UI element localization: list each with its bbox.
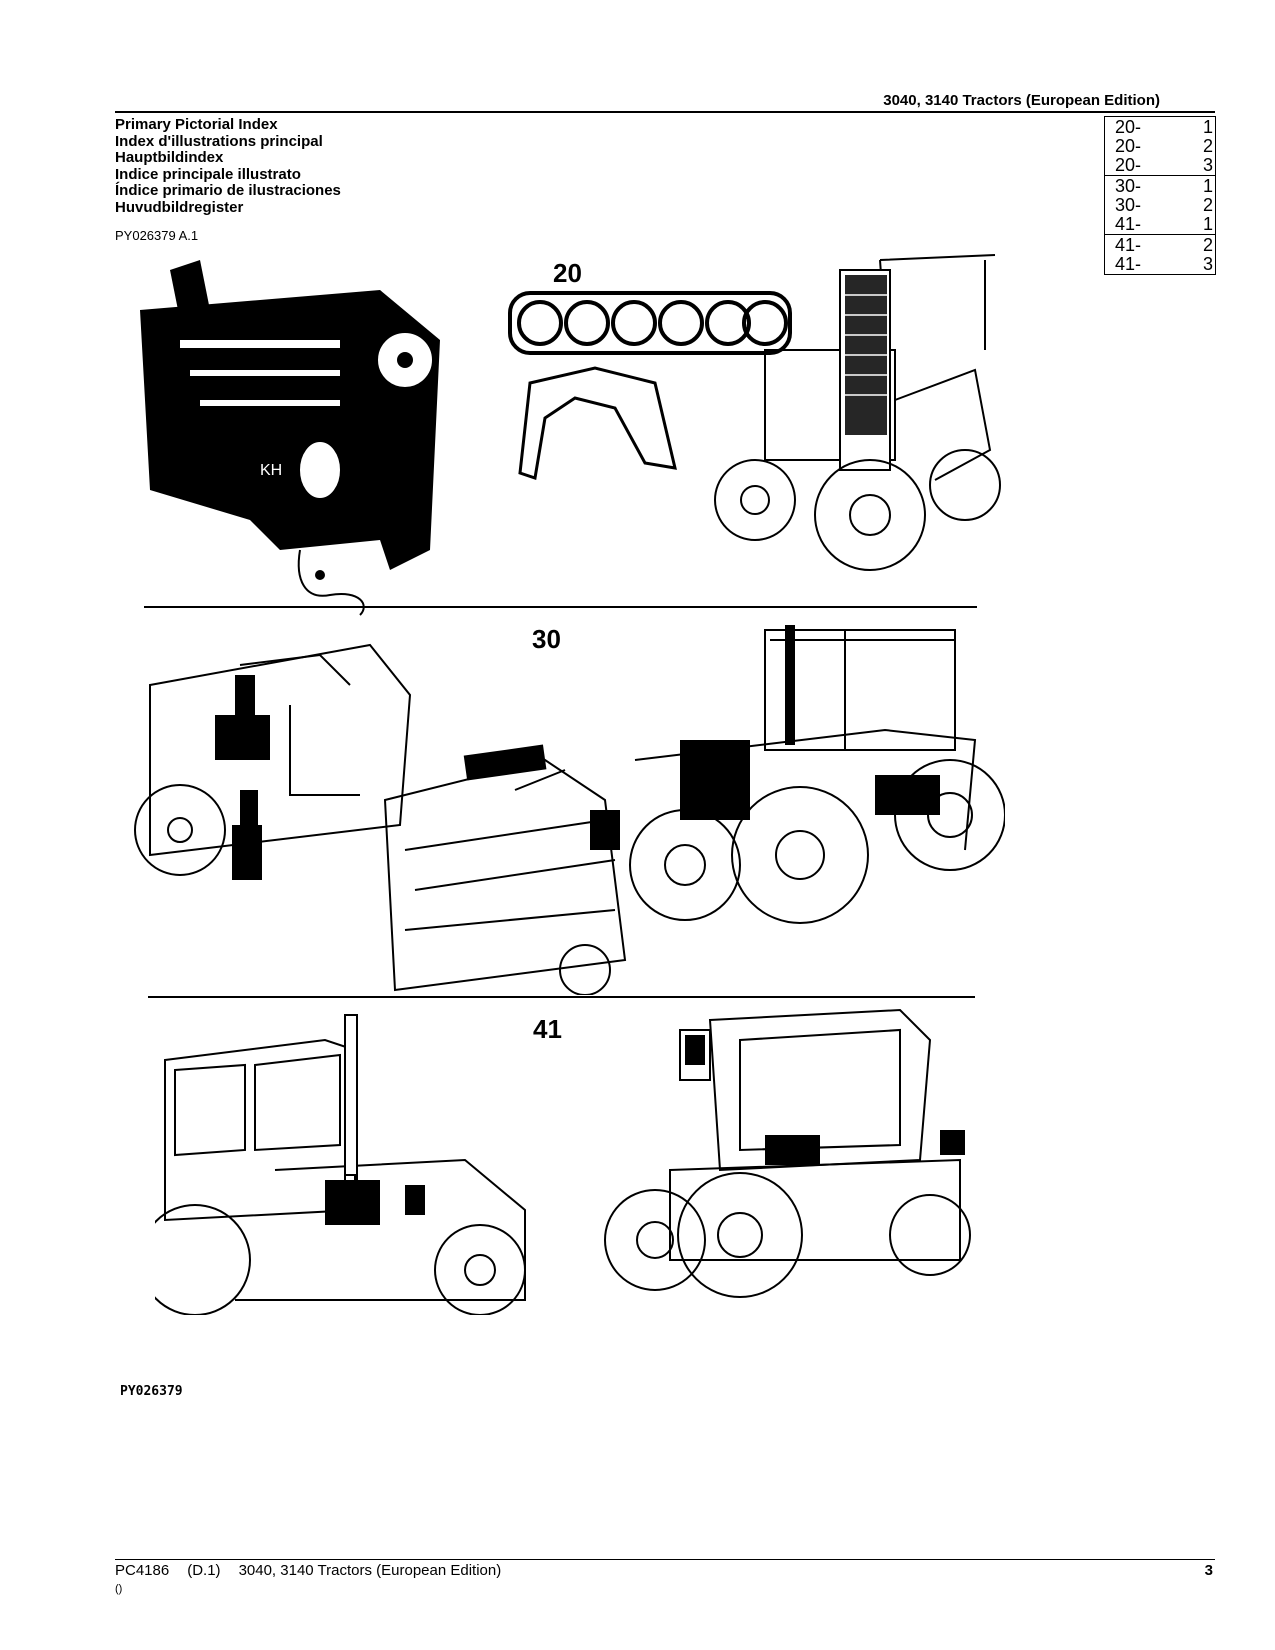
- footer-doc: PC4186: [115, 1562, 170, 1579]
- section-number-30[interactable]: 30: [532, 624, 561, 654]
- index-link[interactable]: 20- 2: [1105, 137, 1215, 156]
- index-code: 20-: [1115, 136, 1142, 156]
- index-code: 30-: [1115, 176, 1142, 196]
- index-page: 2: [1202, 136, 1213, 156]
- footer-revision: (D.1): [187, 1562, 221, 1579]
- section-number-41[interactable]: 41: [533, 1014, 562, 1044]
- index-table: 20- 1 20- 2 20- 3 30- 1 30- 2 41- 1 41- 2 41- 3: [1104, 116, 1216, 275]
- gasket-illustration[interactable]: [505, 288, 805, 488]
- section-number-20[interactable]: 20: [553, 258, 582, 288]
- title-fr: Index d'illustrations principal: [115, 132, 323, 150]
- index-code: 30-: [1115, 195, 1142, 215]
- title-es: Índice primario de ilustraciones: [115, 182, 341, 199]
- section-divider: [148, 996, 975, 998]
- header-title: 3040, 3140 Tractors (European Edition): [883, 92, 1160, 109]
- index-link[interactable]: 41- 2: [1105, 236, 1215, 255]
- index-link[interactable]: 20- 3: [1105, 156, 1215, 175]
- tractor-front-illustration[interactable]: [705, 250, 1005, 580]
- index-page: 2: [1202, 195, 1213, 215]
- header-rule: [115, 111, 1215, 113]
- footer-title: 3040, 3140 Tractors (European Edition): [238, 1562, 502, 1579]
- index-group: 30- 1 30- 2 41- 1: [1105, 176, 1215, 235]
- footer-sub: (): [115, 1583, 123, 1595]
- index-page: 1: [1202, 176, 1213, 196]
- engine-side-illustration[interactable]: [375, 740, 635, 995]
- tractor-cab-rear-illustration[interactable]: [600, 1000, 975, 1310]
- tractor-cab-front-left-illustration[interactable]: [155, 1010, 535, 1315]
- index-titles: Primary Pictorial Index Index d'illustra…: [115, 116, 341, 216]
- page-number: 3: [1204, 1562, 1213, 1579]
- footer-rule: [115, 1559, 1215, 1560]
- index-link[interactable]: 41- 1: [1105, 215, 1215, 234]
- figure-id: PY026379 A.1: [115, 228, 199, 243]
- index-code: 20-: [1115, 117, 1142, 137]
- index-code: 41-: [1115, 235, 1142, 255]
- index-link[interactable]: 30- 2: [1105, 196, 1215, 215]
- svg-text:KH: KH: [260, 462, 282, 479]
- illustration-id: PY026379: [120, 1384, 183, 1399]
- index-group: 41- 2 41- 3: [1105, 235, 1215, 274]
- title-de: Hauptbildindex: [115, 149, 224, 166]
- index-page: 1: [1202, 214, 1213, 234]
- index-link[interactable]: 20- 1: [1105, 118, 1215, 137]
- engine-block-illustration[interactable]: KH: [130, 250, 460, 630]
- index-group: 20- 1 20- 2 20- 3: [1105, 117, 1215, 176]
- tractor-cab-fuel-tank-illustration[interactable]: [625, 610, 1005, 930]
- index-code: 41-: [1115, 214, 1142, 234]
- index-link[interactable]: 41- 3: [1105, 255, 1215, 274]
- engine-fuel-system-illustration[interactable]: [120, 625, 420, 890]
- index-page: 3: [1202, 254, 1213, 274]
- index-page: 2: [1202, 235, 1213, 255]
- footer: PC4186 (D.1) 3040, 3140 Tractors (European…: [115, 1562, 519, 1579]
- index-link[interactable]: 30- 1: [1105, 177, 1215, 196]
- index-code: 20-: [1115, 155, 1142, 175]
- title-it: Indice principale illustrato: [115, 165, 301, 183]
- index-code: 41-: [1115, 254, 1142, 274]
- index-page: 1: [1202, 117, 1213, 137]
- index-page: 3: [1202, 155, 1213, 175]
- title-sv: Huvudbildregister: [115, 198, 244, 216]
- section-divider: [144, 606, 977, 608]
- title-en: Primary Pictorial Index: [115, 116, 278, 133]
